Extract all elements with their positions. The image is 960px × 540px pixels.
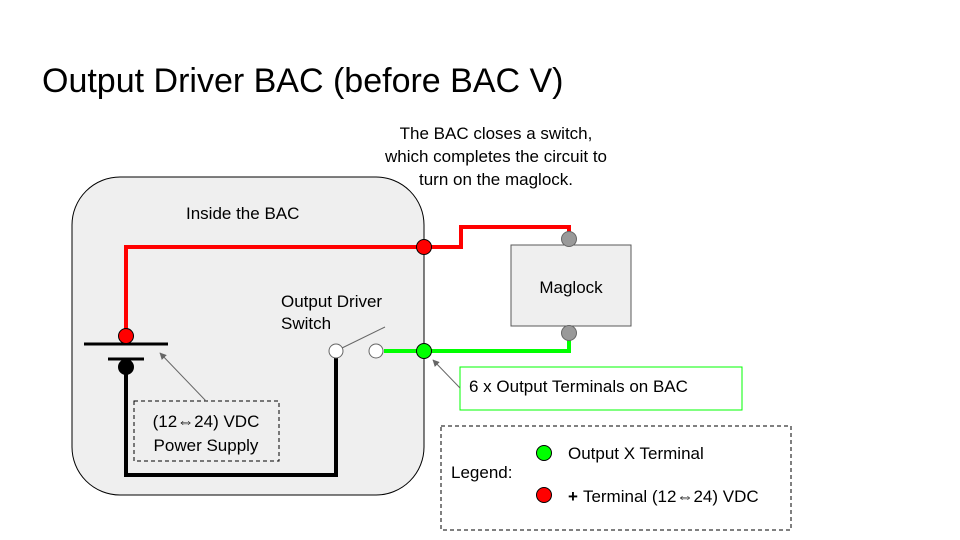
maglock-box xyxy=(510,244,632,327)
legend-item-output: Output X Terminal xyxy=(568,444,704,463)
maglock-bottom-connector xyxy=(561,325,577,341)
battery-negative-terminal xyxy=(118,359,134,375)
legend-item-output-label: Output X Terminal xyxy=(568,444,704,463)
power-supply-label-line-2: Power Supply xyxy=(154,436,259,455)
terminals-note-pointer xyxy=(432,359,461,389)
page-title: Output Driver BAC (before BAC V) xyxy=(42,62,564,100)
maglock-label: Maglock xyxy=(539,278,603,297)
legend-red-swatch xyxy=(536,487,552,503)
switch-contact-right xyxy=(368,343,384,359)
switch-label-line-1: Output Driver xyxy=(281,292,382,311)
positive-wire xyxy=(124,225,571,336)
annotation-line-2: which completes the circuit to xyxy=(384,147,607,166)
power-supply-pointer xyxy=(159,352,207,402)
legend-item-positive: + Terminal (12⇔24) VDC xyxy=(568,487,759,506)
terminals-note-text: 6 x Output Terminals on BAC xyxy=(469,377,688,396)
legend-title: Legend: xyxy=(451,463,512,482)
annotation-text: The BAC closes a switch, which completes… xyxy=(384,124,607,189)
legend-green-swatch xyxy=(536,445,552,461)
switch-lever xyxy=(341,326,386,349)
ground-wire xyxy=(124,351,338,477)
legend: Legend: Output X Terminal + Terminal (12⇔… xyxy=(440,425,792,531)
legend-box xyxy=(440,425,792,531)
legend-item-positive-prefix: + xyxy=(568,487,578,506)
bac-positive-terminal xyxy=(416,239,432,255)
switch-contact-left xyxy=(328,343,344,359)
output-wire xyxy=(384,335,571,353)
annotation-line-1: The BAC closes a switch, xyxy=(400,124,593,143)
power-supply-callout xyxy=(133,400,280,462)
power-supply-label-line-1: (12⇔24) VDC xyxy=(153,412,260,431)
legend-item-positive-label: Terminal (12⇔24) VDC xyxy=(583,487,759,506)
annotation-line-3: turn on the maglock. xyxy=(419,170,573,189)
terminals-note-box xyxy=(459,366,743,411)
switch-label-line-2: Switch xyxy=(281,314,331,333)
battery-positive-terminal xyxy=(118,328,134,344)
maglock-top-connector xyxy=(561,231,577,247)
bac-label: Inside the BAC xyxy=(186,204,299,223)
bac-output-terminal xyxy=(416,343,432,359)
